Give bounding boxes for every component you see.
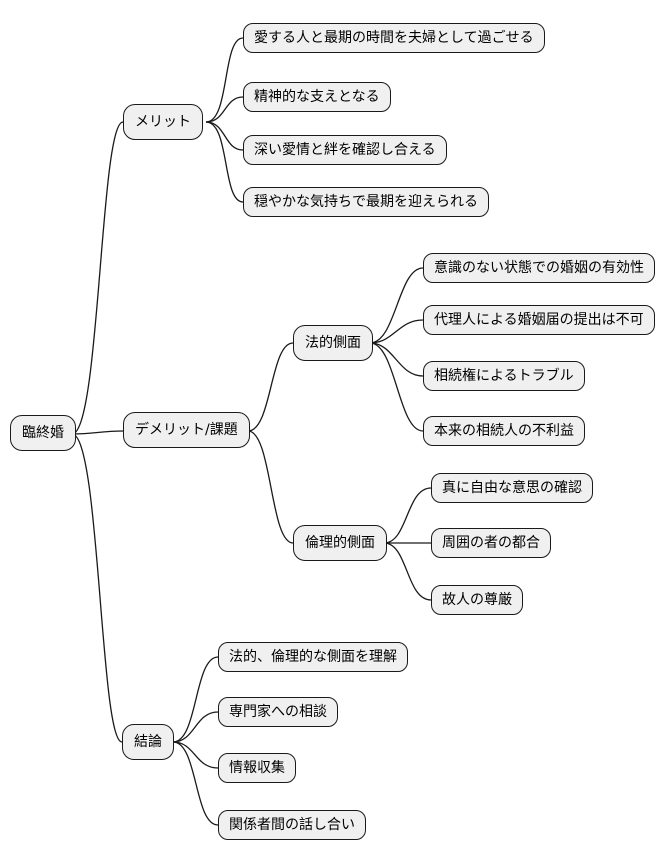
node-ethical-item-1: 真に自由な意思の確認 (431, 473, 593, 503)
connector-conclusion-4 (172, 741, 219, 826)
connector-ethics-1 (383, 487, 432, 544)
node-legal-item-2: 代理人による婚姻届の提出は不可 (423, 305, 655, 335)
node-conclusion-item-2: 専門家への相談 (218, 697, 338, 727)
node-ethical-item-2: 周囲の者の都合 (431, 528, 551, 558)
connector-merits-2 (205, 96, 244, 123)
node-legal-aspects: 法的側面 (293, 325, 373, 361)
connector-demerits-legal (247, 342, 294, 432)
node-merit-item-1: 愛する人と最期の時間を夫婦として過ごせる (243, 23, 545, 53)
node-legal-item-4: 本来の相続人の不利益 (423, 416, 585, 446)
connector-legal-4 (369, 342, 424, 432)
connector-root-demerits (71, 430, 124, 435)
connector-demerits-ethics (247, 430, 294, 544)
connector-merits-3 (205, 121, 244, 151)
node-conclusion-item-3: 情報収集 (218, 753, 296, 783)
node-demerits-issues: デメリット/課題 (123, 412, 250, 448)
node-merit-item-3: 深い愛情と絆を確認し合える (243, 135, 447, 165)
node-merit-item-4: 穏やかな気持ちで最期を迎えられる (243, 187, 489, 217)
connector-merits-1 (205, 37, 244, 123)
node-merits: メリット (123, 104, 203, 140)
connector-root-conclusion (71, 433, 123, 743)
connector-conclusion-1 (172, 656, 219, 743)
node-conclusion-item-4: 関係者間の話し合い (218, 810, 366, 840)
node-conclusion-item-1: 法的、倫理的な側面を理解 (218, 642, 408, 672)
connector-conclusion-3 (172, 741, 219, 769)
connector-legal-1 (369, 267, 424, 344)
node-ethical-aspects: 倫理的側面 (293, 525, 387, 561)
node-legal-item-1: 意識のない状態での婚姻の有効性 (423, 253, 655, 283)
connector-legal-2 (369, 319, 424, 344)
connector-legal-3 (369, 342, 424, 377)
connector-root-merits (71, 121, 124, 435)
node-root: 臨終婚 (10, 415, 76, 451)
connector-conclusion-2 (172, 711, 219, 743)
node-conclusion: 結論 (122, 724, 174, 760)
node-legal-item-3: 相続権によるトラブル (423, 361, 585, 391)
connector-ethics-3 (383, 542, 432, 601)
connector-merits-4 (205, 121, 244, 203)
node-merit-item-2: 精神的な支えとなる (243, 82, 391, 112)
node-ethical-item-3: 故人の尊厳 (431, 585, 523, 615)
